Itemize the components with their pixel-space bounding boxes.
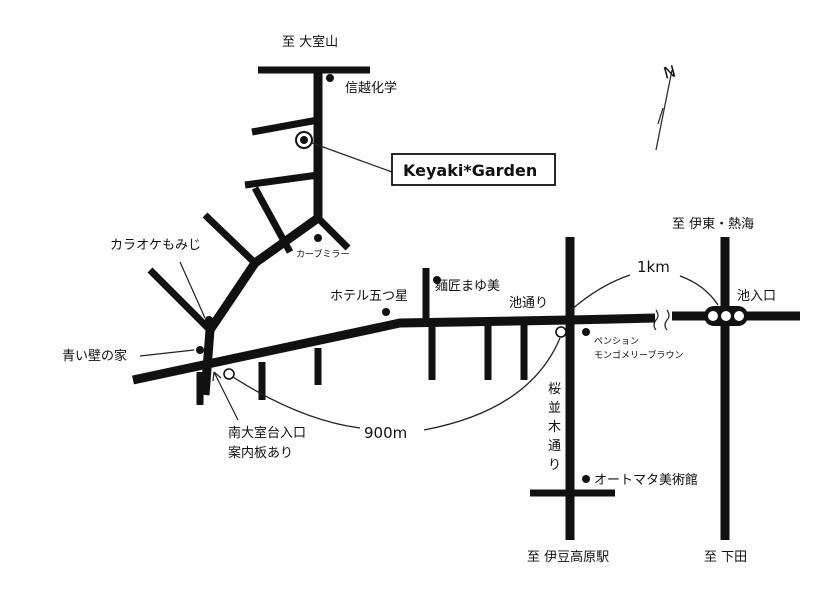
sakura-namiki-label: 桜 並 木 通 り — [548, 382, 561, 473]
svg-text:木: 木 — [548, 420, 561, 435]
svg-text:通: 通 — [548, 439, 561, 454]
distance-arc-900m-left — [232, 376, 361, 429]
shinetsu-marker — [326, 74, 334, 82]
branch-road-1 — [251, 116, 319, 136]
minami-label-line1: 南大室台入口 — [228, 425, 306, 441]
main-road-middle — [569, 313, 656, 325]
to-ito-atami-label: 至 伊東・熱海 — [672, 216, 754, 232]
branch-road-5 — [202, 212, 258, 266]
aoi-kabe-leader — [139, 349, 195, 357]
museum-label: オートマタ美術館 — [594, 473, 698, 488]
road-break-mark — [664, 309, 670, 331]
distance-arc-1km-right — [679, 275, 719, 306]
hotel-marker — [382, 308, 390, 316]
minami-leader — [213, 371, 239, 421]
minami-leader-arrow — [212, 371, 222, 382]
menshou-marker — [433, 276, 441, 284]
branch-road-6 — [147, 267, 213, 333]
road-break-mark — [653, 309, 659, 331]
aoi-kabe-label: 青い壁の家 — [62, 348, 127, 364]
ike-dori-marker — [555, 326, 567, 338]
minami-entrance-marker — [223, 368, 235, 380]
karaoke-marker — [205, 316, 213, 324]
ikenoiriguchi-label: 池入口 — [737, 289, 776, 304]
minami-label-line2: 案内板あり — [228, 445, 293, 461]
pension-label-line1: ペンション — [594, 337, 639, 347]
destination-label: Keyaki*Garden — [403, 161, 537, 180]
karaoke-leader — [179, 261, 206, 319]
branch-road-2 — [244, 171, 319, 189]
menshou-label: 麺匠まゆ美 — [435, 279, 500, 294]
svg-text:桜: 桜 — [548, 382, 561, 397]
museum-marker — [582, 475, 590, 483]
curve-mirror-label: カーブミラー — [296, 248, 349, 260]
distance-arc-900m-right — [423, 337, 561, 431]
keyaki-leader — [311, 142, 393, 173]
pension-marker — [582, 328, 590, 336]
branch-road-4 — [315, 215, 351, 251]
curve-mirror-marker — [314, 234, 322, 242]
hotel-label: ホテル五つ星 — [330, 289, 408, 304]
to-shimoda-label: 至 下田 — [704, 550, 747, 565]
north-mark: N — [661, 61, 677, 82]
traffic-light-lamp — [708, 311, 718, 321]
ike-dori-label: 池通り — [509, 296, 548, 311]
north-arrow: N — [655, 61, 678, 151]
traffic-light-lamp — [721, 311, 731, 321]
traffic-light-lamp — [734, 311, 744, 321]
distance-arc-1km-left — [570, 274, 631, 311]
shinetsu-label: 信越化学 — [345, 80, 397, 96]
distance-1km-label: 1km — [637, 258, 670, 276]
aoi-kabe-marker — [196, 346, 204, 354]
pension-label-line2: モンゴメリーブラウン — [594, 349, 683, 361]
destination-box — [391, 153, 556, 186]
svg-text:り: り — [548, 458, 561, 473]
distance-900m-label: 900m — [364, 424, 407, 442]
to-izukogen-station-label: 至 伊豆高原駅 — [527, 549, 609, 565]
karaoke-label: カラオケもみじ — [110, 238, 201, 253]
keyaki-garden-marker-dot — [300, 136, 308, 144]
svg-text:並: 並 — [548, 401, 561, 416]
to-omuroyama-label: 至 大室山 — [282, 34, 338, 50]
branch-road-3 — [251, 186, 294, 254]
main-road-west — [132, 315, 571, 385]
